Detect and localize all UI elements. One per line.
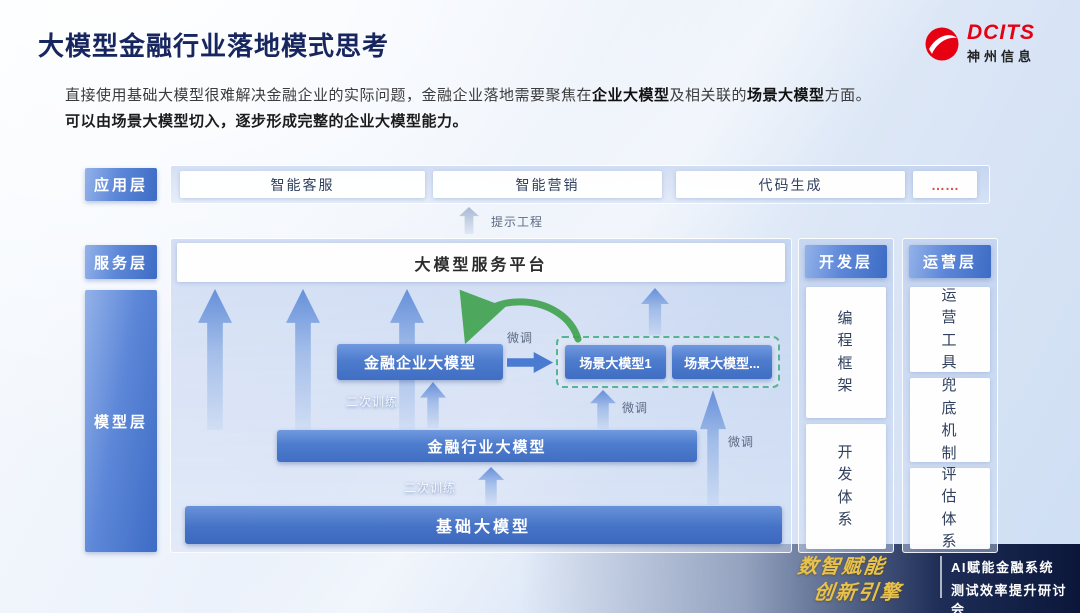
dcits-swoosh-icon (925, 27, 959, 60)
dev-box-development-system-label: 开发体系 (837, 443, 855, 529)
app-box-more: …… (913, 171, 977, 198)
app-box-marketing: 智能营销 (433, 171, 662, 198)
intro-line1: 直接使用基础大模型很难解决金融企业的实际问题，金融企业落地需要聚焦在企业大模型及… (65, 84, 1025, 105)
ops-box-fallback-mechanism: 兜底机制 (910, 377, 990, 462)
ops-box-operation-tools: 运营工具 (910, 287, 990, 372)
footer-event-line2: 测试效率提升研讨会 (951, 583, 1068, 613)
page-title: 大模型金融行业落地模式思考 (38, 31, 390, 61)
logo-text: DCITS 神州信息 (967, 22, 1035, 65)
logo-text-en: DCITS (967, 21, 1035, 44)
footer-dark-band (520, 544, 1080, 613)
badge-application-layer: 应用层 (85, 168, 157, 201)
fine-tune-label-mid: 微调 (622, 401, 649, 415)
prompt-engineering-label: 提示工程 (491, 215, 544, 229)
prompt-engineering-up-arrow (459, 207, 479, 234)
app-box-code-generation: 代码生成 (676, 171, 905, 198)
dev-box-programming-framework: 编程框架 (806, 287, 886, 418)
dcits-logo: DCITS 神州信息 (924, 22, 1035, 65)
badge-operation-layer: 运营层 (909, 245, 991, 278)
secondary-training-label-upper: 二次训练 (346, 395, 399, 409)
badge-model-layer: 模型层 (85, 290, 157, 552)
ops-box-evaluation-system-label: 评估体系 (941, 465, 959, 551)
intro-line2: 可以由场景大模型切入，逐步形成完整的企业大模型能力。 (65, 113, 469, 130)
fine-tune-label-right: 微调 (728, 435, 755, 449)
scene-model-more-box: 场景大模型... (672, 345, 772, 379)
footer-slogan-line2: 创新引擎 (812, 582, 904, 604)
intro-keyword-scene-model: 场景大模型 (747, 87, 825, 104)
intro-line1-part1: 直接使用基础大模型很难解决金融企业的实际问题，金融企业落地需要聚焦在 (65, 87, 593, 104)
footer-event-line1: AI赋能金融系统 (951, 560, 1055, 575)
secondary-training-label-lower: 二次训练 (404, 481, 457, 495)
scene-model-1-box: 场景大模型1 (565, 345, 666, 379)
intro-line1-part5: 方面。 (824, 87, 872, 104)
badge-development-layer: 开发层 (805, 245, 887, 278)
ops-box-fallback-mechanism-label: 兜底机制 (941, 377, 959, 462)
intro-line1-part3: 及相关联的 (669, 87, 748, 104)
footer-divider (940, 556, 942, 598)
fine-tune-label-top: 微调 (507, 331, 534, 345)
footer-slogan-line1: 数智赋能 (796, 556, 888, 578)
logo-text-cn: 神州信息 (967, 49, 1036, 64)
model-service-platform-box: 大模型服务平台 (177, 243, 785, 282)
industry-model-bar: 金融行业大模型 (277, 430, 697, 462)
base-model-bar: 基础大模型 (185, 506, 782, 544)
app-box-customer-service: 智能客服 (180, 171, 425, 198)
ops-box-operation-tools-label: 运营工具 (941, 286, 959, 372)
ops-box-evaluation-system: 评估体系 (910, 466, 990, 550)
intro-keyword-enterprise-model: 企业大模型 (592, 87, 670, 104)
badge-service-layer: 服务层 (85, 245, 157, 279)
green-feedback-arrow (459, 289, 582, 345)
dev-box-development-system: 开发体系 (806, 424, 886, 549)
dev-box-programming-framework-label: 编程框架 (837, 309, 855, 395)
enterprise-model-box: 金融企业大模型 (337, 344, 503, 380)
